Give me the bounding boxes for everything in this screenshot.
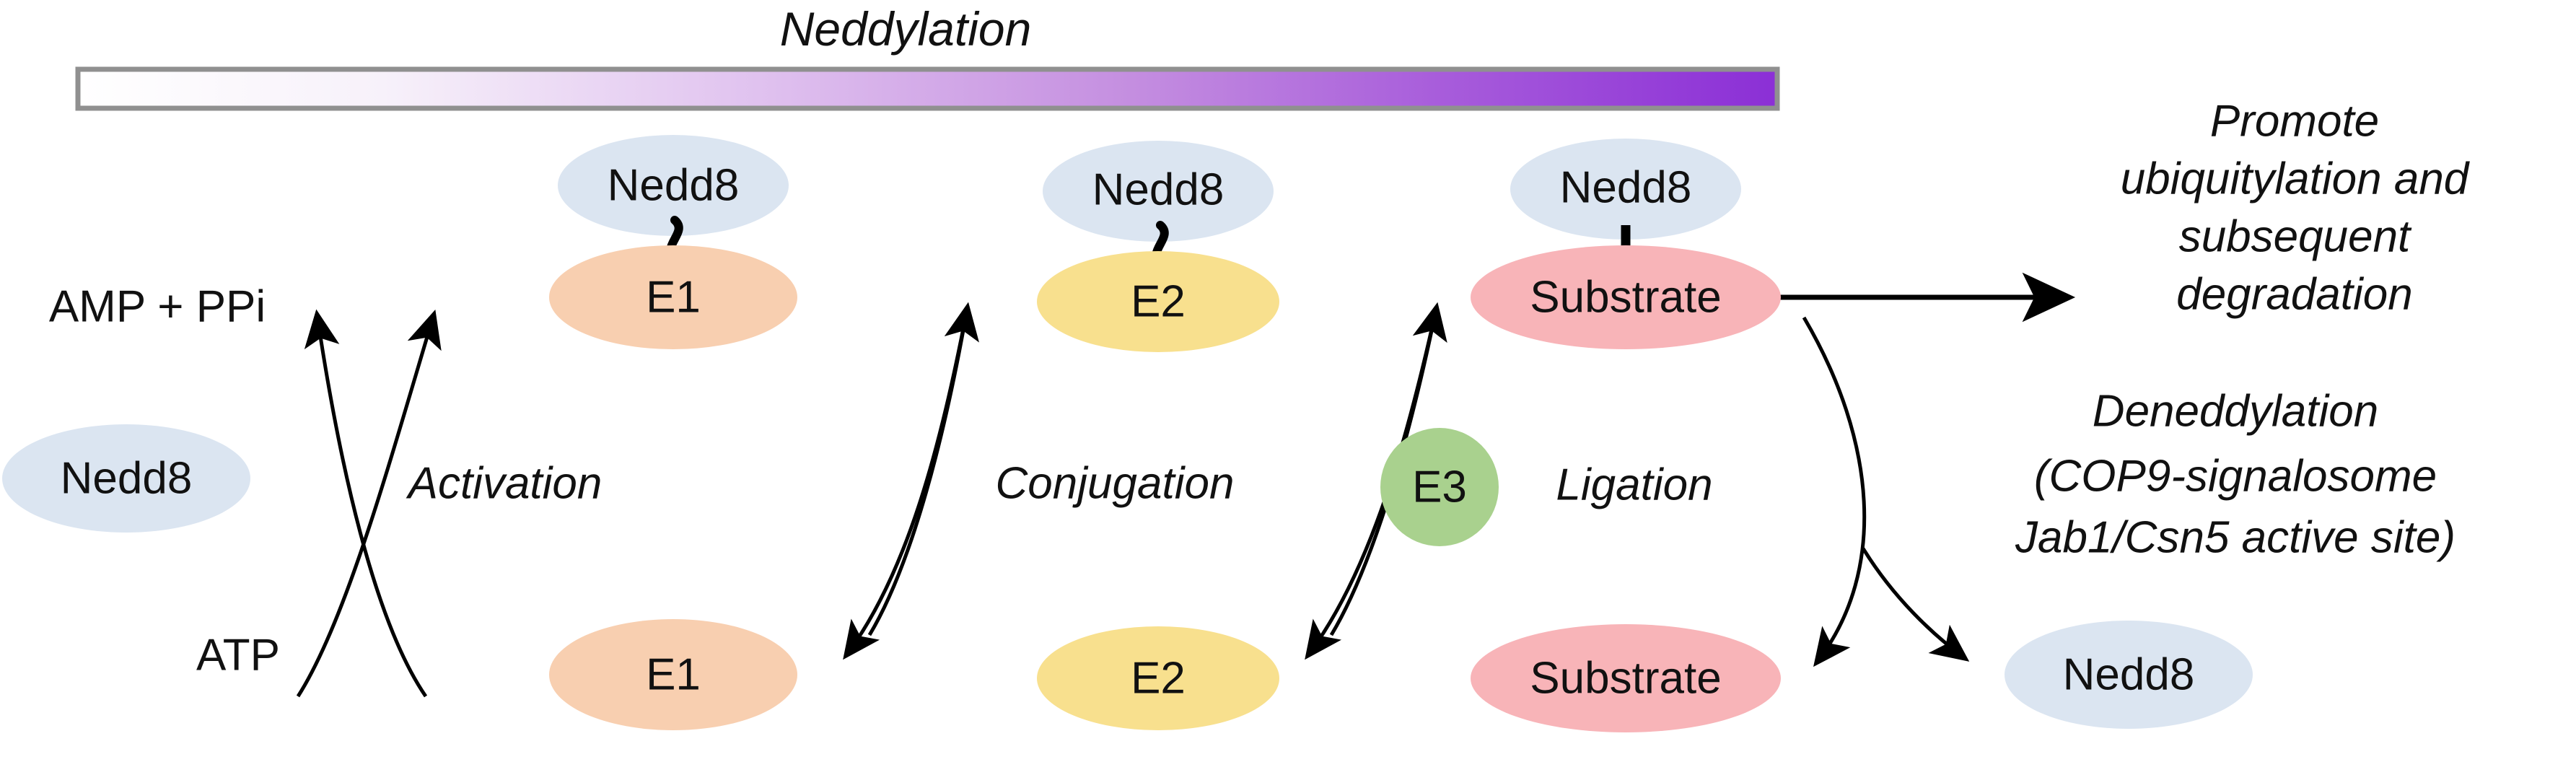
node-group-e2-bottom: E2 [1037, 626, 1279, 730]
node-group-nedd8-free-right: Nedd8 [2005, 621, 2253, 729]
deneddylation-line-1: Deneddylation [2093, 387, 2378, 437]
gradient-bar-fill [75, 66, 1780, 111]
atp-label: ATP [196, 631, 280, 680]
deneddylation-line-3: Jab1/Csn5 active site) [2015, 513, 2455, 563]
arrow-e2-bottom-to-e1-bottom [843, 310, 969, 660]
nedd8-label-free-left: Nedd8 [61, 454, 193, 504]
nedd8-ellipse-free-left [2, 424, 250, 533]
promote-degradation-text: Promote ubiquitylation and subsequent de… [2121, 97, 2471, 320]
substrate-label-bottom: Substrate [1530, 654, 1721, 704]
page-title: Neddylation [780, 2, 1032, 56]
e1-label-bottom: E1 [646, 650, 701, 700]
arrow-e1-top-to-e2-top [867, 302, 979, 636]
node-group-nedd8-e1: Nedd8 E1 [549, 135, 797, 349]
arrow-activation-to-amp-ppi [304, 309, 428, 698]
nedd8-ellipse-top-substrate [1510, 139, 1741, 240]
promote-line-4: degradation [2176, 270, 2413, 320]
substrate-label-top: Substrate [1530, 273, 1721, 323]
promote-line-1: Promote [2210, 97, 2379, 146]
e3-ellipse [1380, 428, 1499, 546]
e2-label-top: E2 [1131, 277, 1186, 327]
nedd8-ellipse-top-e2 [1043, 141, 1274, 242]
node-group-nedd8-free-left: Nedd8 [2, 424, 250, 533]
e2-ellipse-bottom [1037, 626, 1279, 730]
promote-line-3: subsequent [2179, 212, 2412, 262]
nedd8-label-top-e2: Nedd8 [1092, 165, 1225, 215]
e2-ellipse-top [1037, 251, 1279, 352]
neddylation-gradient-bar [75, 66, 1780, 111]
nedd8-label-free-right: Nedd8 [2063, 650, 2195, 700]
arrow-substrate-top-to-substrate-bottom [1802, 316, 1867, 667]
e1-ellipse-bottom [549, 619, 797, 730]
arrow-atp-to-e1-top [296, 309, 442, 698]
node-group-e1-bottom: E1 [549, 619, 797, 730]
e2-label-bottom: E2 [1131, 654, 1186, 704]
conjugation-label: Conjugation [996, 459, 1235, 509]
node-group-nedd8-e2: Nedd8 E2 [1037, 141, 1279, 352]
substrate-ellipse-top [1471, 245, 1781, 349]
activation-label: Activation [406, 459, 603, 509]
deneddylation-text: Deneddylation (COP9-signalosome Jab1/Csn… [2015, 387, 2455, 563]
promote-line-2: ubiquitylation and [2121, 154, 2471, 204]
node-group-substrate-bottom: Substrate [1471, 624, 1781, 732]
node-group-e3: E3 [1380, 428, 1499, 546]
nedd8-ellipse-top-e1 [558, 135, 789, 236]
arrow-deneddylation-release-nedd8 [1861, 547, 1970, 662]
nedd8-label-top-e1: Nedd8 [608, 161, 740, 211]
deneddylation-line-2: (COP9-signalosome [2034, 452, 2437, 502]
substrate-ellipse-bottom [1471, 624, 1781, 732]
e1-ellipse-top [549, 245, 797, 349]
ligation-label: Ligation [1556, 460, 1712, 510]
node-group-nedd8-substrate: Nedd8 Substrate [1471, 139, 1781, 349]
nedd8-ellipse-free-right [2005, 621, 2253, 729]
amp-ppi-label: AMP + PPi [49, 282, 266, 332]
e3-label: E3 [1412, 463, 1467, 512]
nedd8-label-top-substrate: Nedd8 [1560, 163, 1692, 213]
e1-label-top: E1 [646, 273, 701, 323]
